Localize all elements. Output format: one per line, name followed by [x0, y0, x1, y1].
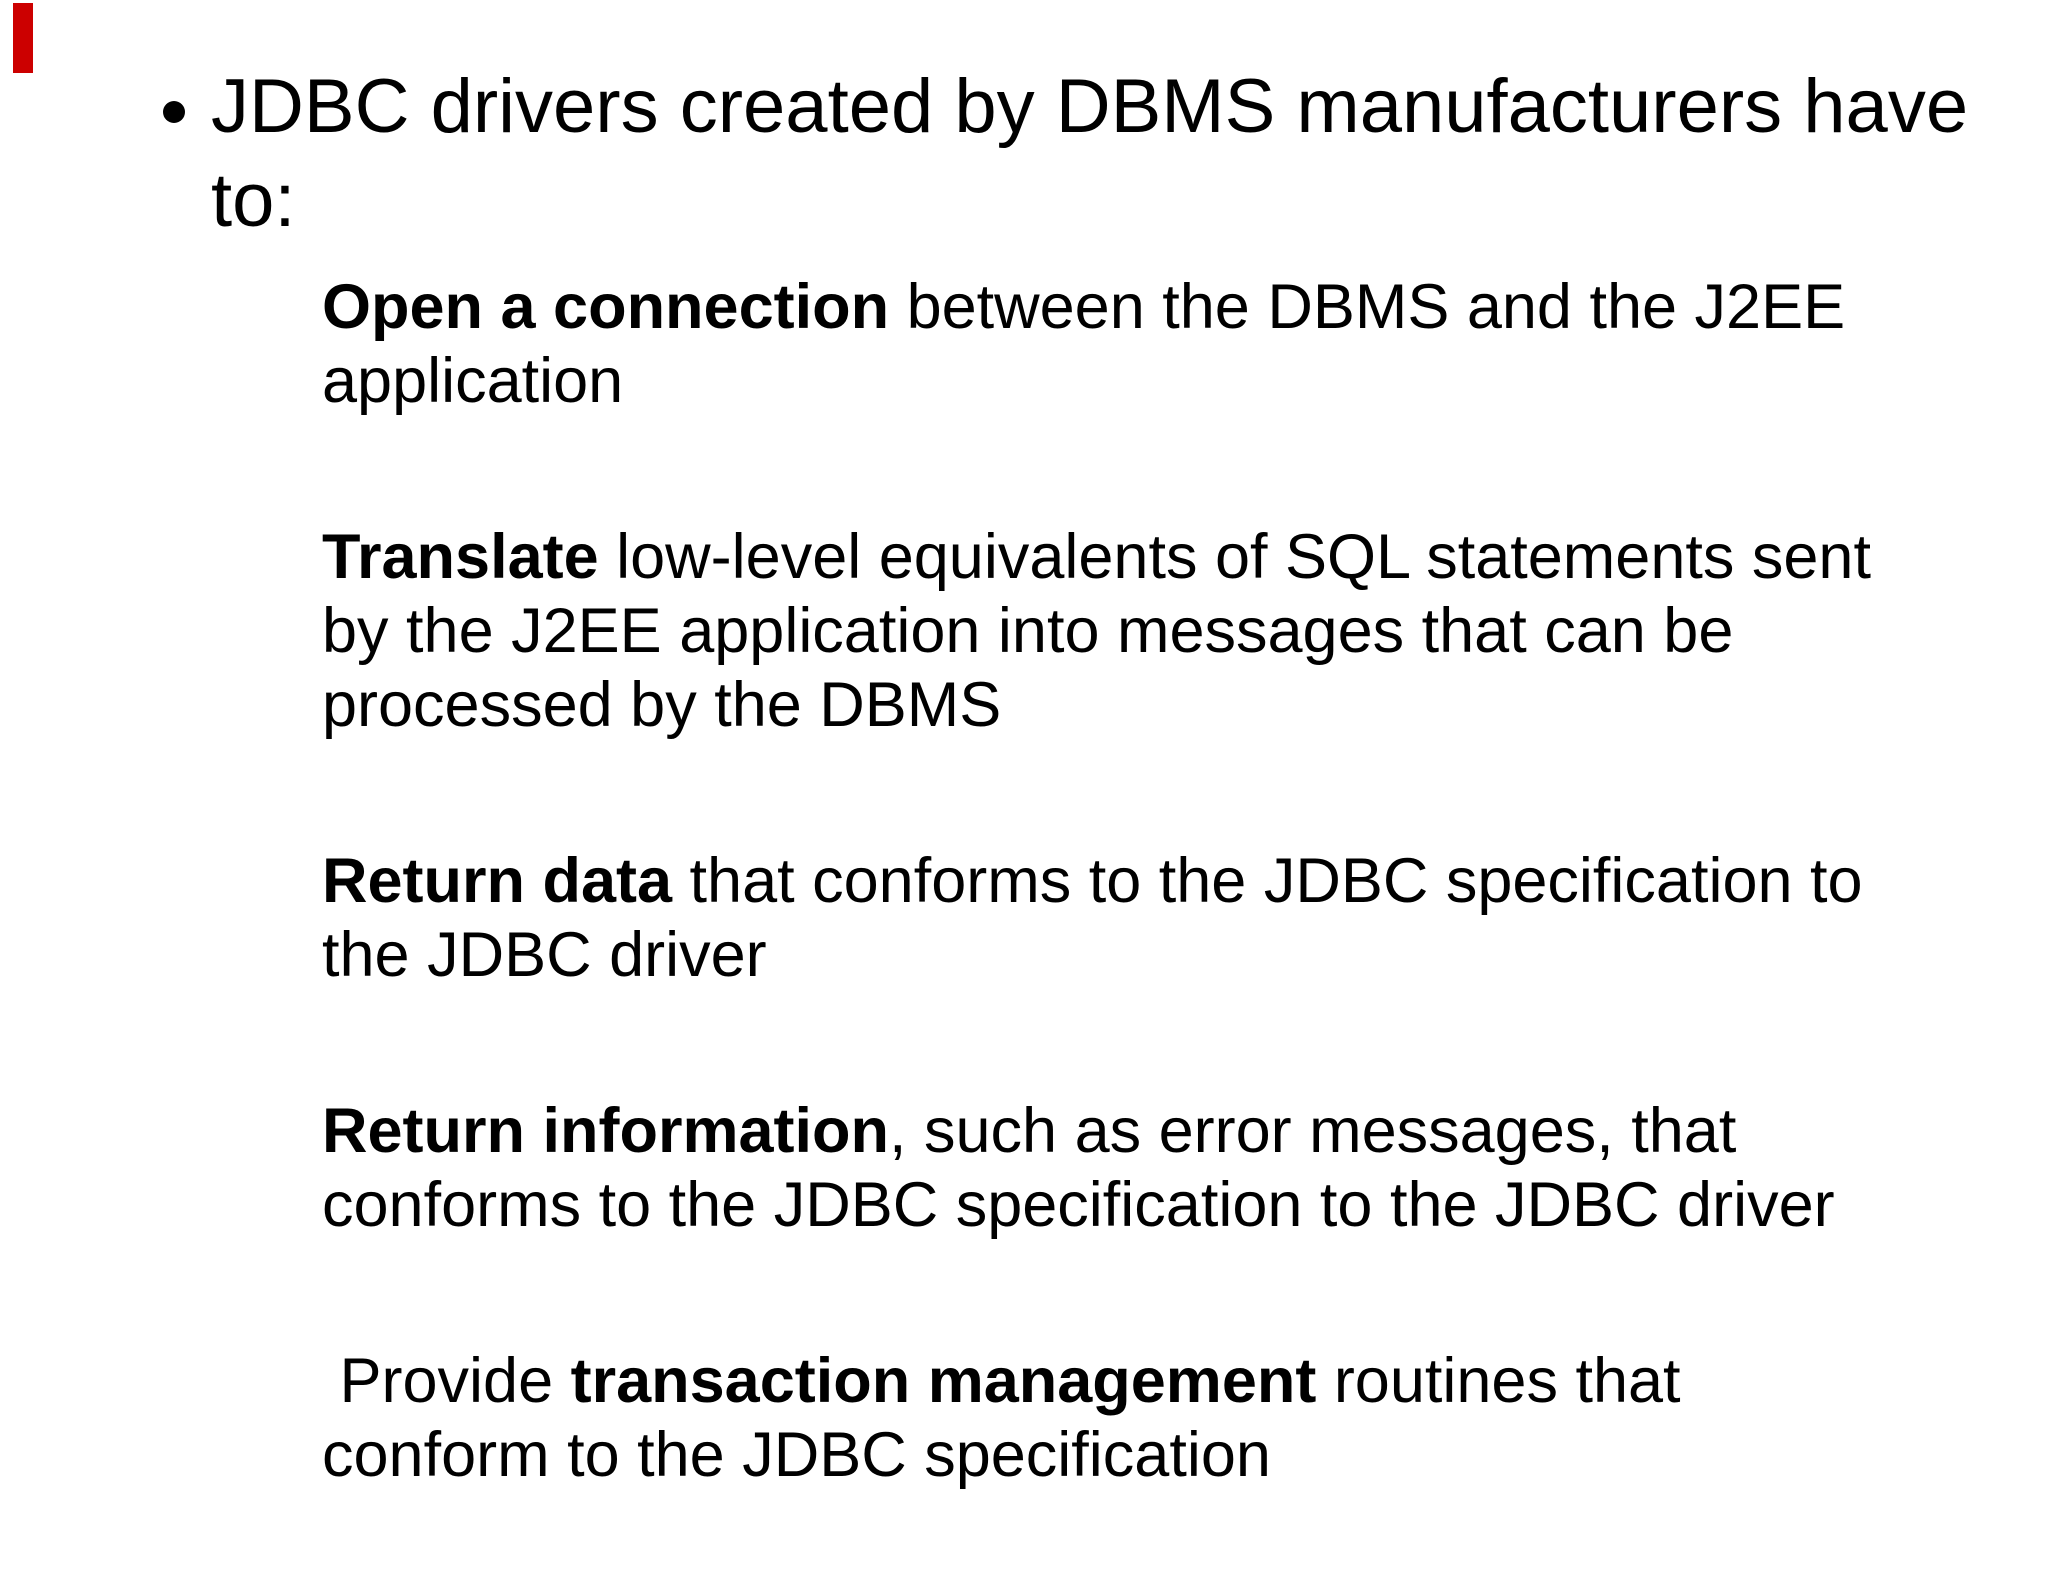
- bullet-line: Provide transaction management routines …: [322, 1344, 1681, 1418]
- main-bullet: JDBC drivers created by DBMS manufacture…: [163, 60, 1968, 248]
- main-bullet-line: to:: [211, 158, 296, 243]
- list-item: Open a connection between the DBMS and t…: [268, 270, 1871, 418]
- main-bullet-line: JDBC drivers created by DBMS manufacture…: [211, 64, 1969, 149]
- bullet-text-rest: low-level equivalents of SQL statements …: [598, 522, 1871, 592]
- main-bullet-text: JDBC drivers created by DBMS manufacture…: [211, 60, 1968, 248]
- bullet-text-pre: Provide: [322, 1346, 571, 1416]
- slide: JDBC drivers created by DBMS manufacture…: [13, 3, 1969, 1490]
- bullet-text: Return data that conforms to the JDBC sp…: [322, 844, 1863, 992]
- bullet-text-bold: Return data: [322, 846, 673, 916]
- bullet-line: application: [322, 346, 624, 416]
- bullet-text: Open a connection between the DBMS and t…: [322, 270, 1845, 418]
- bullet-line: conform to the JDBC specification: [322, 1420, 1271, 1490]
- bullet-text-bold: transaction management: [570, 1346, 1317, 1416]
- bullet-text: Provide transaction management routines …: [322, 1344, 1681, 1492]
- bullet-line: the JDBC driver: [322, 920, 767, 990]
- bullet-line: Translate low-level equivalents of SQL s…: [322, 520, 1871, 594]
- bullet-marker: [268, 520, 322, 538]
- bullet-text-rest: that conforms to the JDBC specification …: [672, 846, 1863, 916]
- list-item: Return information, such as error messag…: [268, 1094, 1871, 1242]
- bullet-text-bold: Translate: [322, 522, 599, 592]
- bullet-line: conforms to the JDBC specification to th…: [322, 1170, 1835, 1240]
- list-item: Provide transaction management routines …: [268, 1344, 1871, 1492]
- bullet-line: processed by the DBMS: [322, 670, 1002, 740]
- bullet-line: Return data that conforms to the JDBC sp…: [322, 844, 1863, 918]
- bullet-text-rest: between the DBMS and the J2EE: [889, 272, 1846, 342]
- bullet-line: Open a connection between the DBMS and t…: [322, 270, 1845, 344]
- bullet-line: Return information, such as error messag…: [322, 1094, 1835, 1168]
- bullet-text: Translate low-level equivalents of SQL s…: [322, 520, 1871, 742]
- bullet-text: Return information, such as error messag…: [322, 1094, 1835, 1242]
- bullet-text-bold: Open a connection: [322, 272, 890, 342]
- list-item: Translate low-level equivalents of SQL s…: [268, 520, 1871, 742]
- bullet-text-bold: Return information: [322, 1096, 889, 1166]
- bullet-marker: [268, 1344, 322, 1362]
- bullet-text-rest: , such as error messages, that: [888, 1096, 1737, 1166]
- accent-bar: [13, 3, 33, 73]
- list-item: Return data that conforms to the JDBC sp…: [268, 844, 1871, 992]
- bullet-marker: [268, 270, 322, 288]
- bullet-line: by the J2EE application into messages th…: [322, 596, 1734, 666]
- bullet-marker: [268, 1094, 322, 1112]
- bullet-dot: [163, 101, 185, 123]
- bullet-list: Open a connection between the DBMS and t…: [268, 270, 1871, 1594]
- bullet-marker: [268, 844, 322, 862]
- bullet-text-rest: routines that: [1316, 1346, 1681, 1416]
